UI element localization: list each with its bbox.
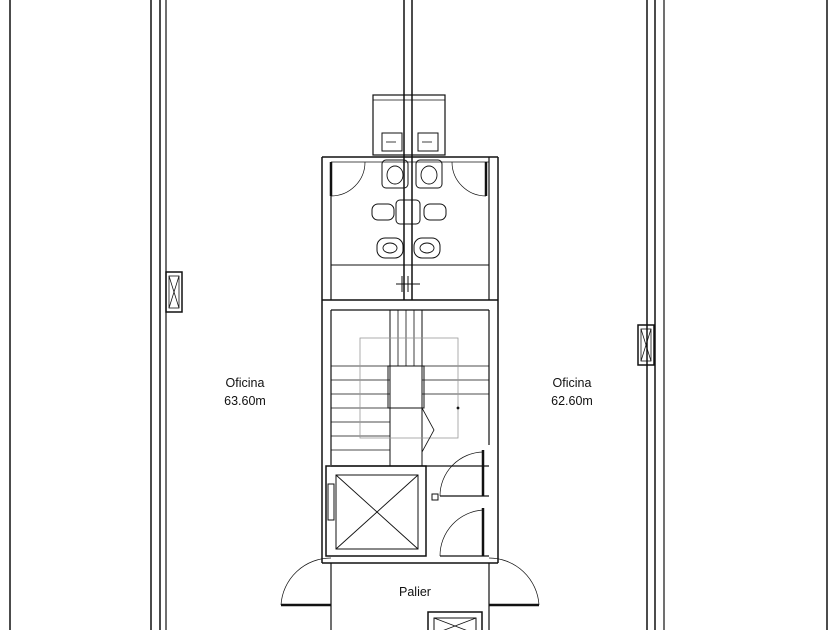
office-right-area: 62.60m: [551, 394, 593, 408]
stair-core: [321, 300, 499, 563]
elevator: [325, 465, 439, 557]
basin-block: [372, 94, 446, 156]
office-left-name: Oficina: [225, 376, 265, 390]
column-left: [165, 271, 183, 313]
column-right: [637, 324, 655, 366]
landing: [280, 557, 540, 630]
shaft-doors: [439, 450, 489, 557]
office-left-label: Oficina 63.60m: [200, 374, 290, 410]
landing-label: Palier: [380, 583, 450, 601]
restroom: [321, 156, 499, 301]
landing-name: Palier: [399, 585, 431, 599]
office-left-area: 63.60m: [224, 394, 266, 408]
center-duct: [403, 0, 413, 300]
office-right-name: Oficina: [552, 376, 592, 390]
outer-walls: [9, 0, 828, 630]
office-right-label: Oficina 62.60m: [527, 374, 617, 410]
